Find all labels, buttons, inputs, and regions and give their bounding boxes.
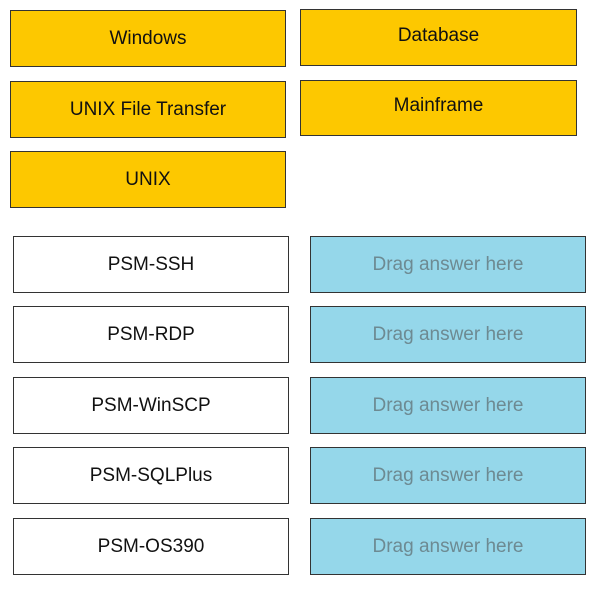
- answer-label: Database: [397, 24, 480, 46]
- drop-zone-label: Drag answer here: [372, 253, 524, 275]
- target-label: PSM-SQLPlus: [89, 464, 213, 486]
- target-label: PSM-RDP: [107, 323, 195, 345]
- answer-database[interactable]: Database: [300, 9, 577, 66]
- target-label: PSM-WinSCP: [91, 394, 211, 416]
- drop-zone-psm-winscp[interactable]: Drag answer here: [310, 377, 586, 434]
- answer-label: Windows: [109, 27, 187, 49]
- target-psm-sqlplus: PSM-SQLPlus: [13, 447, 289, 504]
- drop-zone-label: Drag answer here: [372, 535, 524, 557]
- target-psm-ssh: PSM-SSH: [13, 236, 289, 293]
- target-label: PSM-OS390: [97, 535, 205, 557]
- answer-label: Mainframe: [393, 95, 484, 116]
- answer-mainframe[interactable]: Mainframe: [300, 80, 577, 136]
- drop-zone-psm-sqlplus[interactable]: Drag answer here: [310, 447, 586, 504]
- drop-zone-psm-ssh[interactable]: Drag answer here: [310, 236, 586, 293]
- answer-label: UNIX File Transfer: [69, 98, 227, 120]
- target-psm-os390: PSM-OS390: [13, 518, 289, 575]
- drop-zone-label: Drag answer here: [372, 323, 524, 345]
- answer-windows[interactable]: Windows: [10, 10, 286, 67]
- drop-zone-label: Drag answer here: [372, 464, 524, 486]
- drop-zone-label: Drag answer here: [372, 394, 524, 416]
- answer-label: UNIX: [125, 168, 171, 190]
- answer-unix-file-transfer[interactable]: UNIX File Transfer: [10, 81, 286, 138]
- target-psm-winscp: PSM-WinSCP: [13, 377, 289, 434]
- answer-unix[interactable]: UNIX: [10, 151, 286, 208]
- target-label: PSM-SSH: [107, 253, 195, 275]
- drop-zone-psm-rdp[interactable]: Drag answer here: [310, 306, 586, 363]
- target-psm-rdp: PSM-RDP: [13, 306, 289, 363]
- drop-zone-psm-os390[interactable]: Drag answer here: [310, 518, 586, 575]
